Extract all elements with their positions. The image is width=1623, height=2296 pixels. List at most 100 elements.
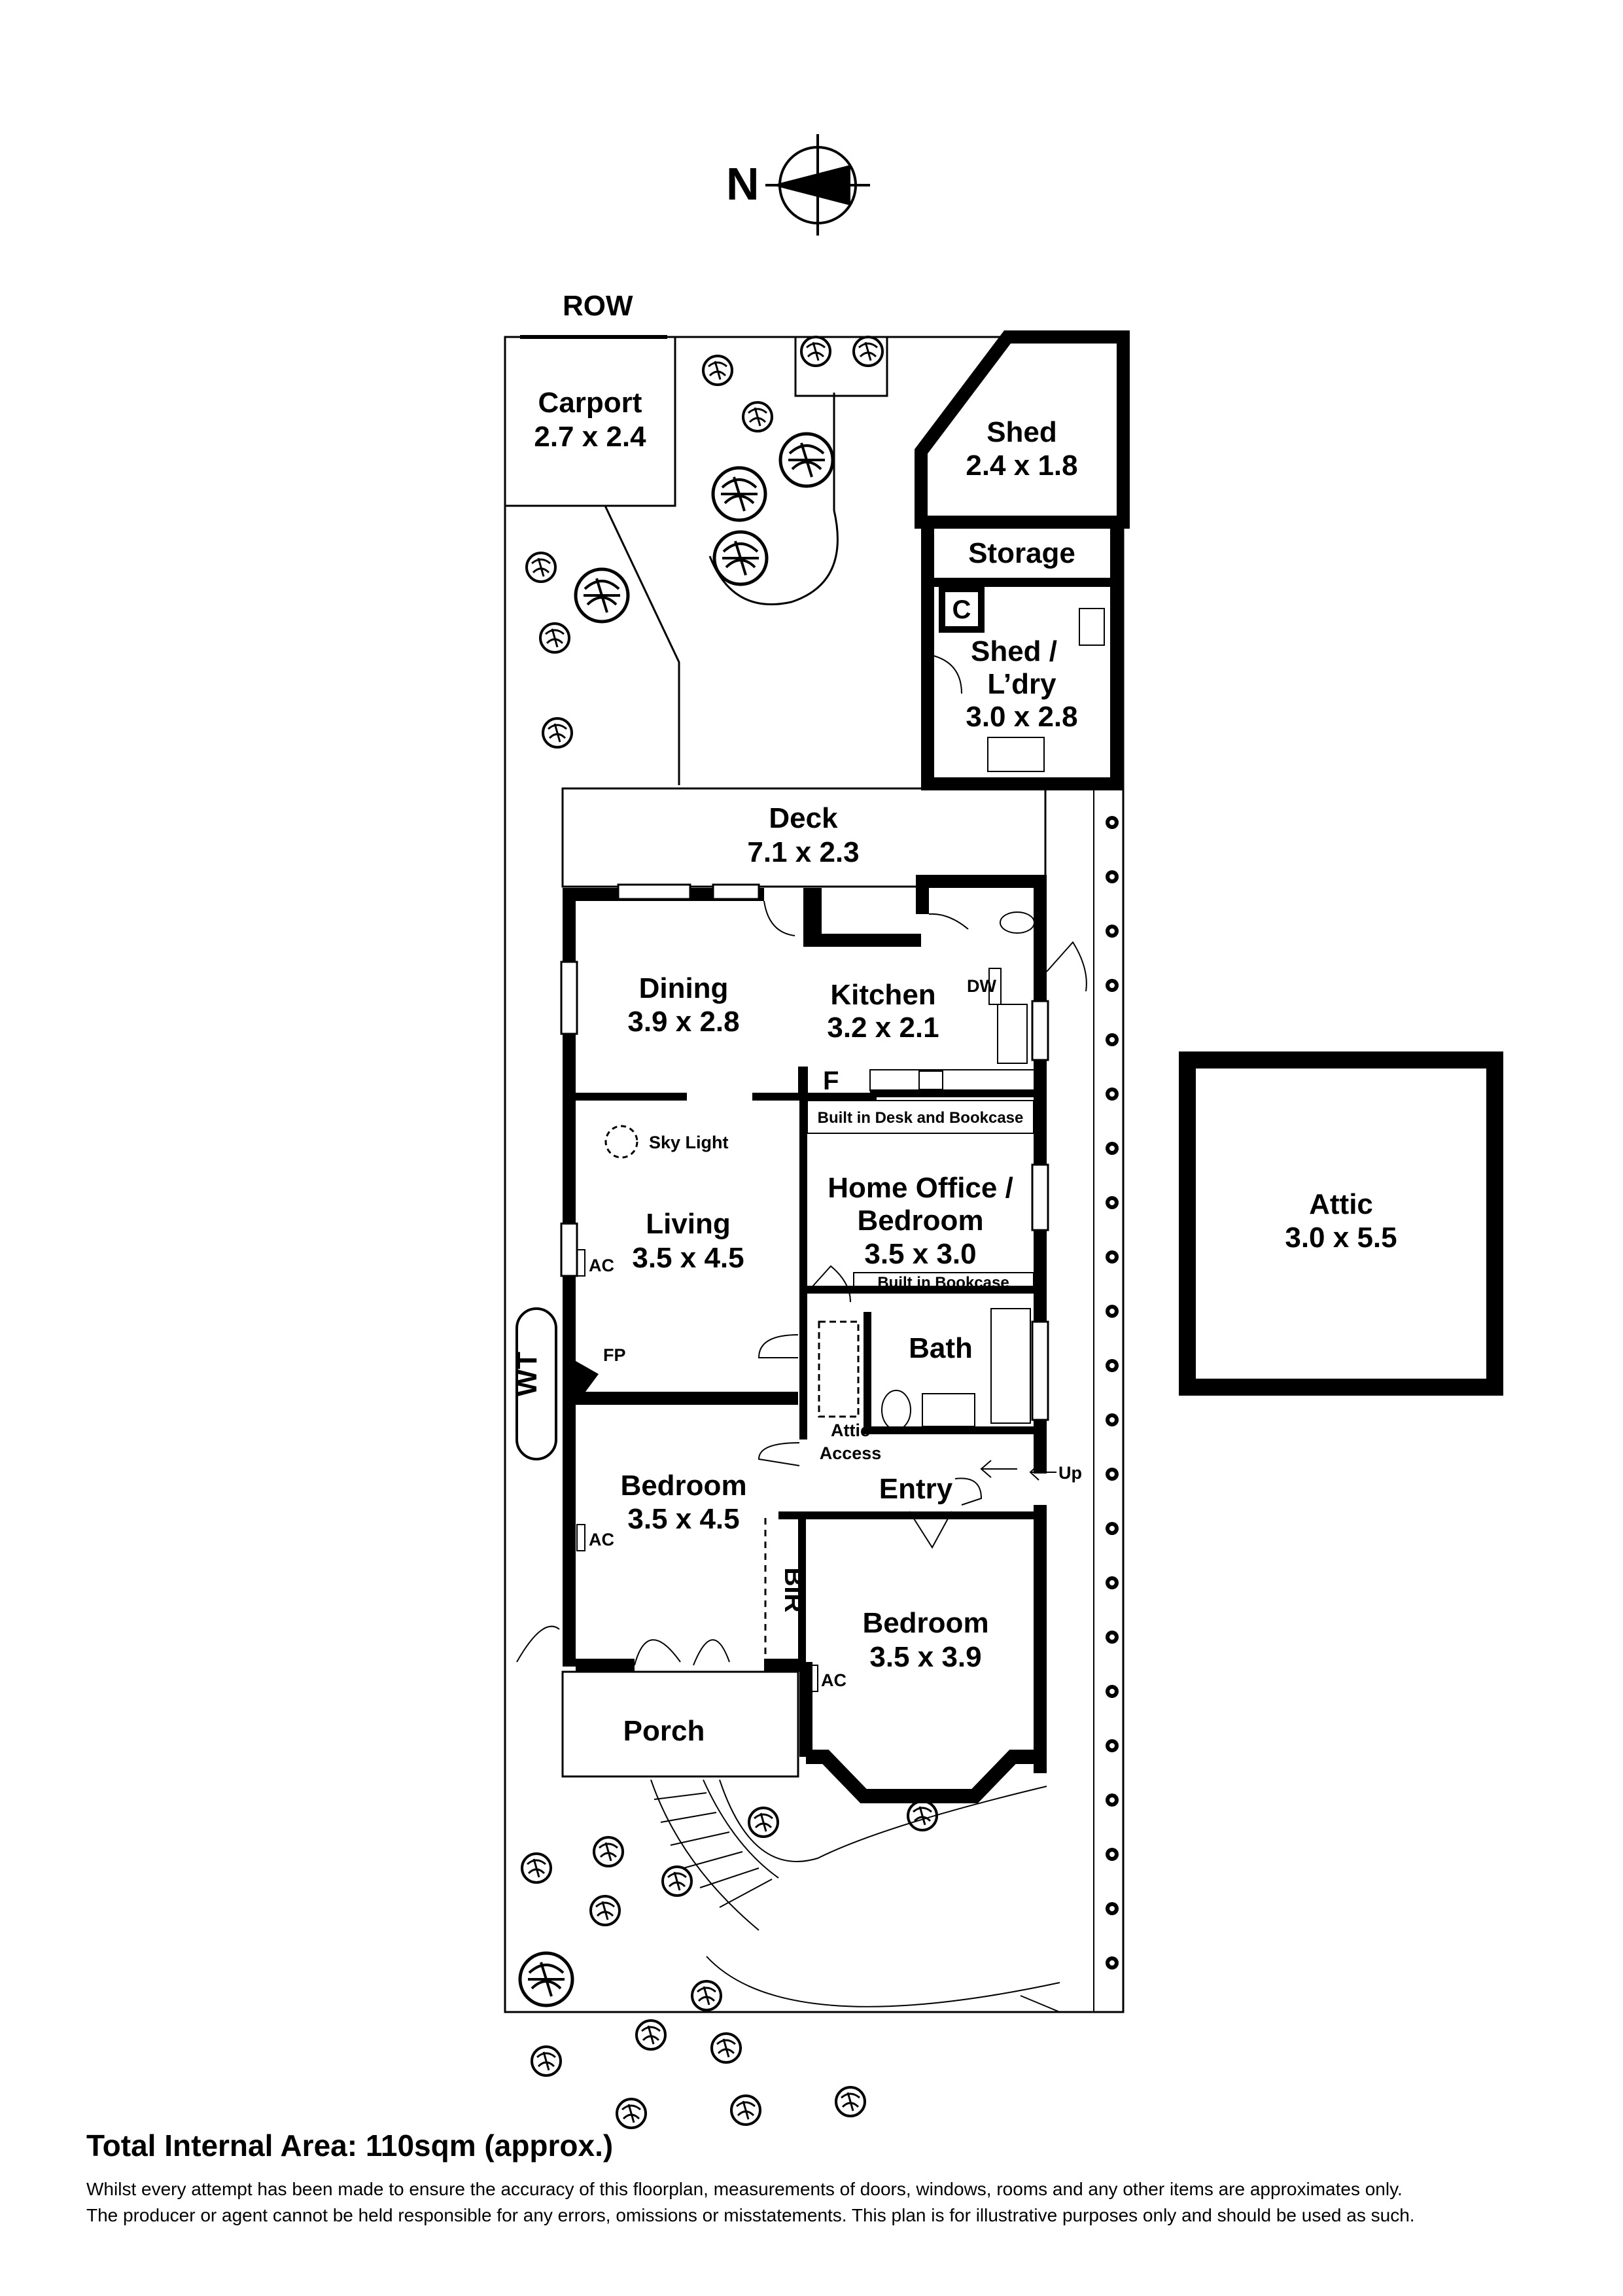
bedroom1-size: 3.5 x 4.5 — [627, 1503, 739, 1535]
tree-icon — [691, 1980, 722, 2011]
tree-icon — [593, 1836, 624, 1867]
tree-icon — [730, 2094, 761, 2126]
side-fence — [1093, 785, 1124, 2012]
fireplace-label: FP — [603, 1345, 626, 1365]
deck — [561, 787, 1047, 888]
dining-name: Dining — [639, 972, 729, 1004]
sink-icon — [1079, 608, 1105, 646]
kitchen-size: 3.2 x 2.1 — [827, 1012, 939, 1044]
shed-size: 2.4 x 1.8 — [966, 450, 1077, 482]
bedroom1-ac-label: AC — [589, 1530, 614, 1549]
office-bookcase-label: Built in Bookcase — [877, 1274, 1009, 1292]
porch-name: Porch — [623, 1715, 705, 1747]
shed-name: Shed — [986, 416, 1057, 448]
tree-icon — [525, 552, 557, 583]
office-name-line2: Bedroom — [857, 1205, 983, 1237]
windows — [560, 883, 1049, 1421]
bedroom2-ac-icon — [809, 1665, 818, 1692]
tree-icon — [780, 434, 833, 486]
vanity-icon — [922, 1393, 975, 1427]
disclaimer-line1: Whilst every attempt has been made to en… — [86, 2179, 1403, 2199]
planter-box — [794, 336, 888, 397]
disclaimer-line2: The producer or agent cannot be held res… — [86, 2205, 1415, 2225]
living-ac-label: AC — [589, 1256, 614, 1275]
door-swing — [927, 654, 962, 694]
laundry-tub-icon — [987, 737, 1045, 772]
built-in-desk — [807, 1100, 1034, 1134]
laundry-shed: Storage C Shed / L’dry 3.0 x 2.8 — [921, 516, 1123, 790]
skylight-icon — [604, 1125, 638, 1159]
compass-north-label: N — [726, 158, 759, 209]
carport-size: 2.7 x 2.4 — [534, 421, 646, 453]
bedroom2-ac-label: AC — [821, 1670, 846, 1690]
tree-icon — [835, 2086, 866, 2117]
attic-hatch — [818, 1320, 860, 1418]
bathtub-icon — [990, 1308, 1031, 1424]
garden-path — [708, 393, 839, 606]
bath-toilet-icon — [881, 1390, 911, 1430]
shed: Shed 2.4 x 1.8 — [915, 330, 1130, 529]
kitchen-bench — [869, 1069, 1039, 1091]
office-desk-label: Built in Desk and Bookcase — [818, 1109, 1024, 1127]
tree-icon — [589, 1895, 621, 1926]
bedroom1-name: Bedroom — [620, 1470, 746, 1502]
living-size: 3.5 x 4.5 — [632, 1242, 744, 1274]
entry-name: Entry — [879, 1473, 953, 1505]
office-name-line1: Home Office / — [828, 1172, 1013, 1204]
tree-icon — [714, 532, 767, 584]
water-tank-label: WT — [511, 1352, 543, 1397]
dining-size: 3.9 x 2.8 — [627, 1006, 739, 1038]
tree-icon — [521, 1852, 552, 1884]
laundry-size: 3.0 x 2.8 — [966, 701, 1077, 733]
bedroom1-ac-icon — [576, 1524, 585, 1551]
living-name: Living — [646, 1208, 731, 1240]
tree-icon — [616, 2098, 647, 2129]
total-area: Total Internal Area: 110sqm (approx.) — [86, 2128, 614, 2163]
driveway-edge — [604, 505, 680, 785]
cupboard-label: C — [952, 595, 971, 624]
tree-icon — [576, 569, 628, 622]
tree-icon — [800, 336, 831, 367]
toilet-icon — [1000, 911, 1035, 934]
tree-icon — [539, 622, 570, 654]
attic-access-line2: Access — [820, 1443, 882, 1463]
north-arrow-icon — [772, 165, 850, 205]
laundry-name-line2: L’dry — [987, 668, 1056, 700]
attic-name: Attic — [1309, 1188, 1373, 1220]
cooktop-icon — [918, 1070, 943, 1090]
skylight-label: Sky Light — [649, 1133, 729, 1152]
tree-icon — [702, 355, 733, 386]
doors — [516, 900, 1087, 1666]
bath-name: Bath — [909, 1332, 973, 1364]
dishwasher-icon — [988, 968, 1002, 1005]
living-ac-icon — [576, 1249, 585, 1277]
tree-icon — [661, 1865, 693, 1897]
storage-name: Storage — [968, 537, 1075, 569]
tree-icon — [852, 336, 884, 367]
bir-label: BIR — [779, 1568, 808, 1613]
kitchen-name: Kitchen — [830, 979, 935, 1011]
cupboard — [939, 586, 985, 633]
tree-icon — [531, 2045, 562, 2077]
built-in-bookcase — [853, 1272, 1034, 1293]
attic-access-line1: Attic — [831, 1421, 870, 1440]
attic: Attic 3.0 x 5.5 — [1179, 1051, 1503, 1396]
office-size: 3.5 x 3.0 — [864, 1238, 976, 1270]
laundry-name-line1: Shed / — [971, 635, 1057, 667]
bedroom2-name: Bedroom — [862, 1607, 988, 1639]
bedroom2-size: 3.5 x 3.9 — [869, 1641, 981, 1673]
tree-icon — [748, 1807, 779, 1838]
water-tank — [515, 1307, 557, 1460]
tree-icon — [710, 2032, 742, 2064]
house-walls — [563, 875, 1047, 1773]
deck-size: 7.1 x 2.3 — [747, 836, 859, 868]
porch — [561, 1670, 799, 1778]
tree-icon — [542, 717, 573, 749]
tree-icon — [742, 401, 773, 433]
dishwasher-label: DW — [967, 976, 996, 996]
entry-arrow-icon — [980, 1460, 1017, 1478]
tree-icon — [713, 468, 765, 520]
front-steps — [650, 1779, 1060, 2007]
tree-icon — [635, 2019, 667, 2051]
